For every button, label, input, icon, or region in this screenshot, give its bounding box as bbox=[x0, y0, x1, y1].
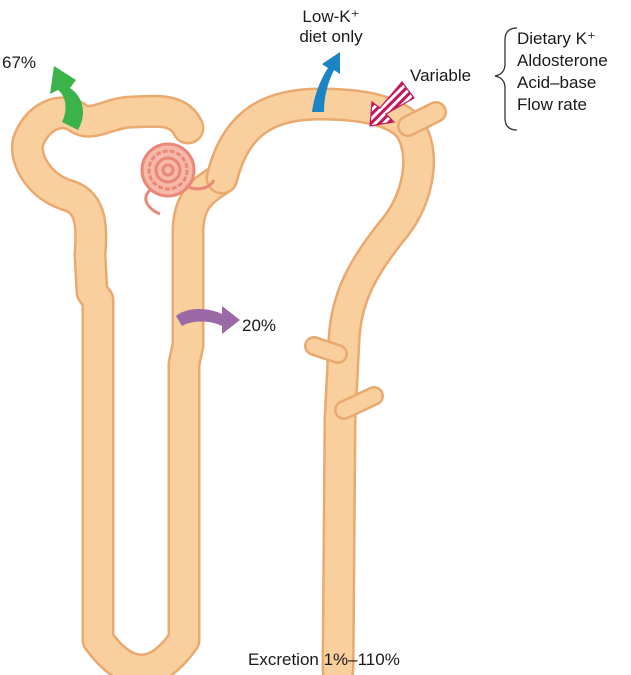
factors-list: Dietary K⁺ Aldosterone Acid–base Flow ra… bbox=[517, 28, 608, 116]
variable-label: Variable bbox=[410, 66, 471, 86]
excretion-label: Excretion 1%–110% bbox=[248, 650, 400, 670]
low-k-line2: diet only bbox=[286, 27, 376, 47]
factor-dietary-k: Dietary K⁺ bbox=[517, 28, 608, 50]
proximal-reabsorption-label: 67% bbox=[2, 53, 36, 73]
low-k-line1: Low-K⁺ bbox=[286, 7, 376, 27]
tubule-loop bbox=[27, 111, 222, 670]
loop-reabsorption-label: 20% bbox=[242, 316, 276, 336]
factor-aldosterone: Aldosterone bbox=[517, 50, 608, 72]
factor-acid-base: Acid–base bbox=[517, 72, 608, 94]
distal-collecting-duct bbox=[222, 104, 436, 670]
low-k-diet-label: Low-K⁺ diet only bbox=[286, 7, 376, 47]
factor-flow-rate: Flow rate bbox=[517, 94, 608, 116]
factors-brace bbox=[495, 28, 517, 130]
